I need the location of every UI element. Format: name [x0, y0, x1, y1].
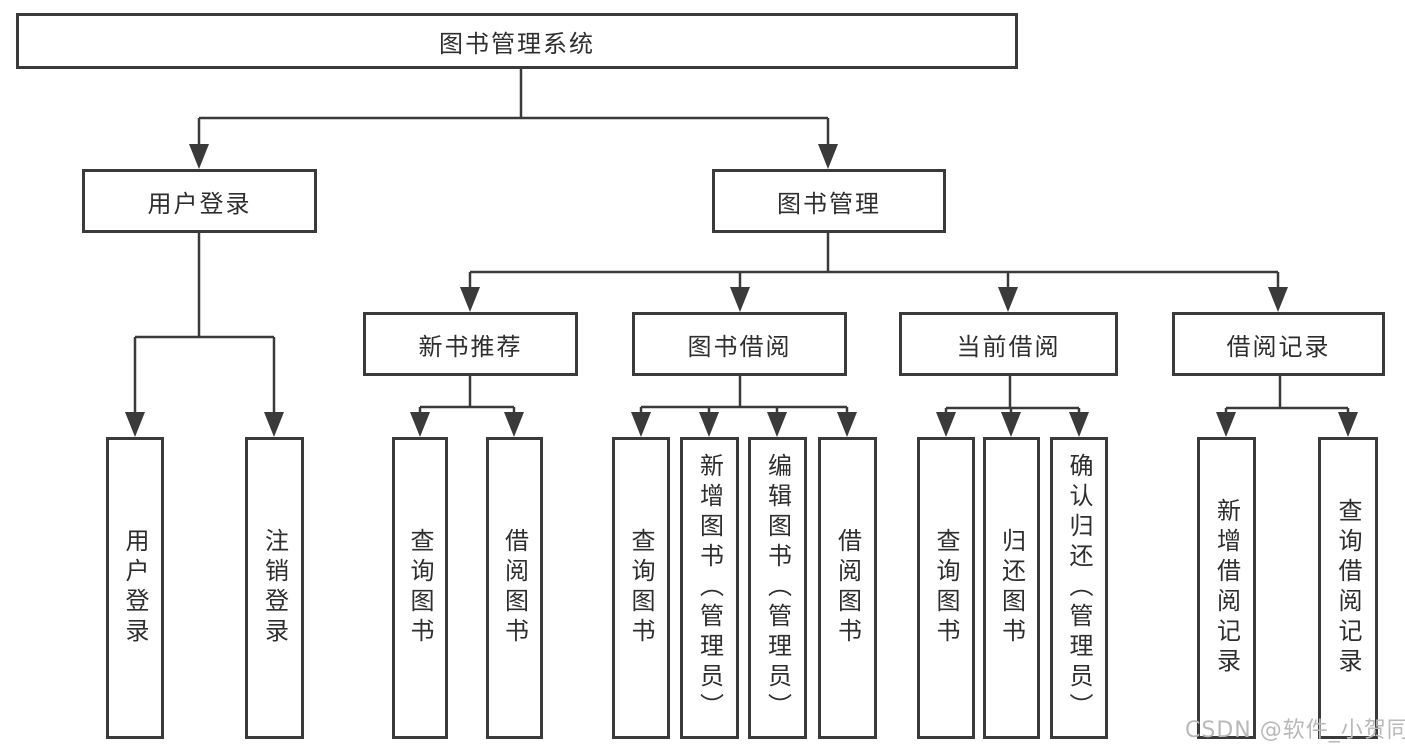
- leaf-query-borrow-record: 查询借阅记录: [1318, 437, 1378, 739]
- leaf-query-books-recommend-label: 查询图书: [406, 528, 434, 648]
- arrow-heads: [125, 144, 1358, 437]
- leaf-query-books-current: 查询图书: [917, 437, 975, 739]
- node-borrow-records: 借阅记录: [1172, 312, 1385, 376]
- leaf-edit-books-admin: 编辑图书（管理员）: [748, 437, 807, 739]
- leaf-query-books-borrowing: 查询图书: [612, 437, 670, 739]
- leaf-return-books-label: 归还图书: [997, 528, 1026, 648]
- leaf-query-borrow-record-label: 查询借阅记录: [1334, 498, 1362, 678]
- node-current-borrowing: 当前借阅: [899, 312, 1118, 376]
- leaf-borrow-books: 借阅图书: [818, 437, 877, 739]
- node-book-management: 图书管理: [712, 169, 946, 233]
- node-library-system: 图书管理系统: [16, 13, 1018, 69]
- leaf-confirm-return-admin-label: 确认归还（管理员）: [1065, 453, 1093, 723]
- leaf-add-books-admin-label: 新增图书（管理员）: [695, 453, 724, 723]
- leaf-user-login-label: 用户登录: [121, 528, 149, 648]
- node-user-login-label: 用户登录: [147, 189, 252, 218]
- leaf-logout-label: 注销登录: [260, 528, 289, 648]
- leaf-add-borrow-record: 新增借阅记录: [1197, 437, 1256, 739]
- tree-edges: [133, 69, 1350, 416]
- csdn-watermark: CSDN @软件_小贺同学: [1185, 718, 1405, 743]
- node-new-book-recommend: 新书推荐: [363, 312, 578, 376]
- node-book-management-label: 图书管理: [777, 189, 881, 218]
- leaf-logout: 注销登录: [245, 437, 304, 739]
- leaf-add-books-admin: 新增图书（管理员）: [680, 437, 739, 739]
- leaf-add-borrow-record-label: 新增借阅记录: [1212, 498, 1241, 678]
- leaf-query-books-borrowing-label: 查询图书: [627, 528, 655, 648]
- leaf-user-login: 用户登录: [106, 437, 164, 739]
- leaf-borrow-books-label: 借阅图书: [833, 528, 862, 648]
- node-new-book-recommend-label: 新书推荐: [418, 332, 523, 361]
- leaf-confirm-return-admin: 确认归还（管理员）: [1050, 437, 1108, 739]
- node-book-borrowing-label: 图书借阅: [687, 332, 792, 361]
- leaf-query-books-current-label: 查询图书: [932, 528, 960, 648]
- leaf-borrow-books-recommend-label: 借阅图书: [500, 528, 529, 648]
- node-borrow-records-label: 借阅记录: [1226, 332, 1331, 361]
- node-library-system-label: 图书管理系统: [439, 29, 595, 58]
- leaf-return-books: 归还图书: [983, 437, 1040, 739]
- leaf-borrow-books-recommend: 借阅图书: [486, 437, 543, 739]
- node-user-login: 用户登录: [82, 169, 317, 233]
- node-book-borrowing: 图书借阅: [632, 312, 847, 376]
- leaf-edit-books-admin-label: 编辑图书（管理员）: [763, 453, 792, 723]
- leaf-query-books-recommend: 查询图书: [392, 437, 448, 739]
- node-current-borrowing-label: 当前借阅: [956, 332, 1061, 361]
